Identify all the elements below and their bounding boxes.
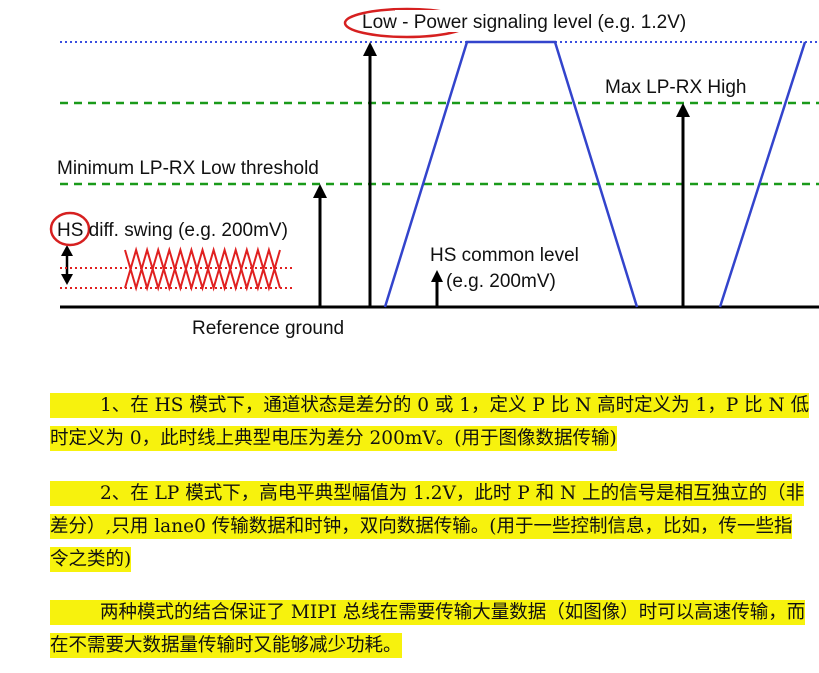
hs-highlight-circle [49,211,91,247]
reference-ground-label: Reference ground [192,318,344,339]
lp-signal-pulse-2 [718,41,807,308]
low-power-label: Low - Power signaling level (e.g. 1.2V) [362,12,686,33]
arrow-hs-swing [61,245,73,285]
paragraph-summary: 两种模式的结合保证了 MIPI 总线在需要传输大量数据（如图像）时可以高速传输，… [50,600,806,658]
mipi-signal-level-diagram: Low - Power signaling level (e.g. 1.2V) … [49,7,819,339]
paragraph-lp-mode: 2、在 LP 模式下，高电平典型幅值为 1.2V，此时 P 和 N 上的信号是相… [50,481,805,572]
hs-common-label-line2: (e.g. 200mV) [446,271,556,292]
max-lp-rx-high-label: Max LP-RX High [605,77,747,98]
hs-common-label-line1: HS common level [430,245,579,266]
lp-signal-pulse-1 [383,40,639,308]
arrow-min-lp-rx-low [313,184,327,307]
hs-differential-waveform-inverse [124,246,281,292]
arrow-hs-common [431,270,443,307]
hs-differential-waveform [124,246,281,292]
hs-swing-label: HS diff. swing (e.g. 200mV) [57,220,288,241]
min-lp-rx-low-label: Minimum LP-RX Low threshold [57,158,319,179]
arrow-max-lp-rx-high [676,103,690,307]
arrow-low-power [363,42,377,307]
paragraph-hs-mode: 1、在 HS 模式下，通道状态是差分的 0 或 1，定义 P 比 N 高时定义为… [50,393,810,451]
